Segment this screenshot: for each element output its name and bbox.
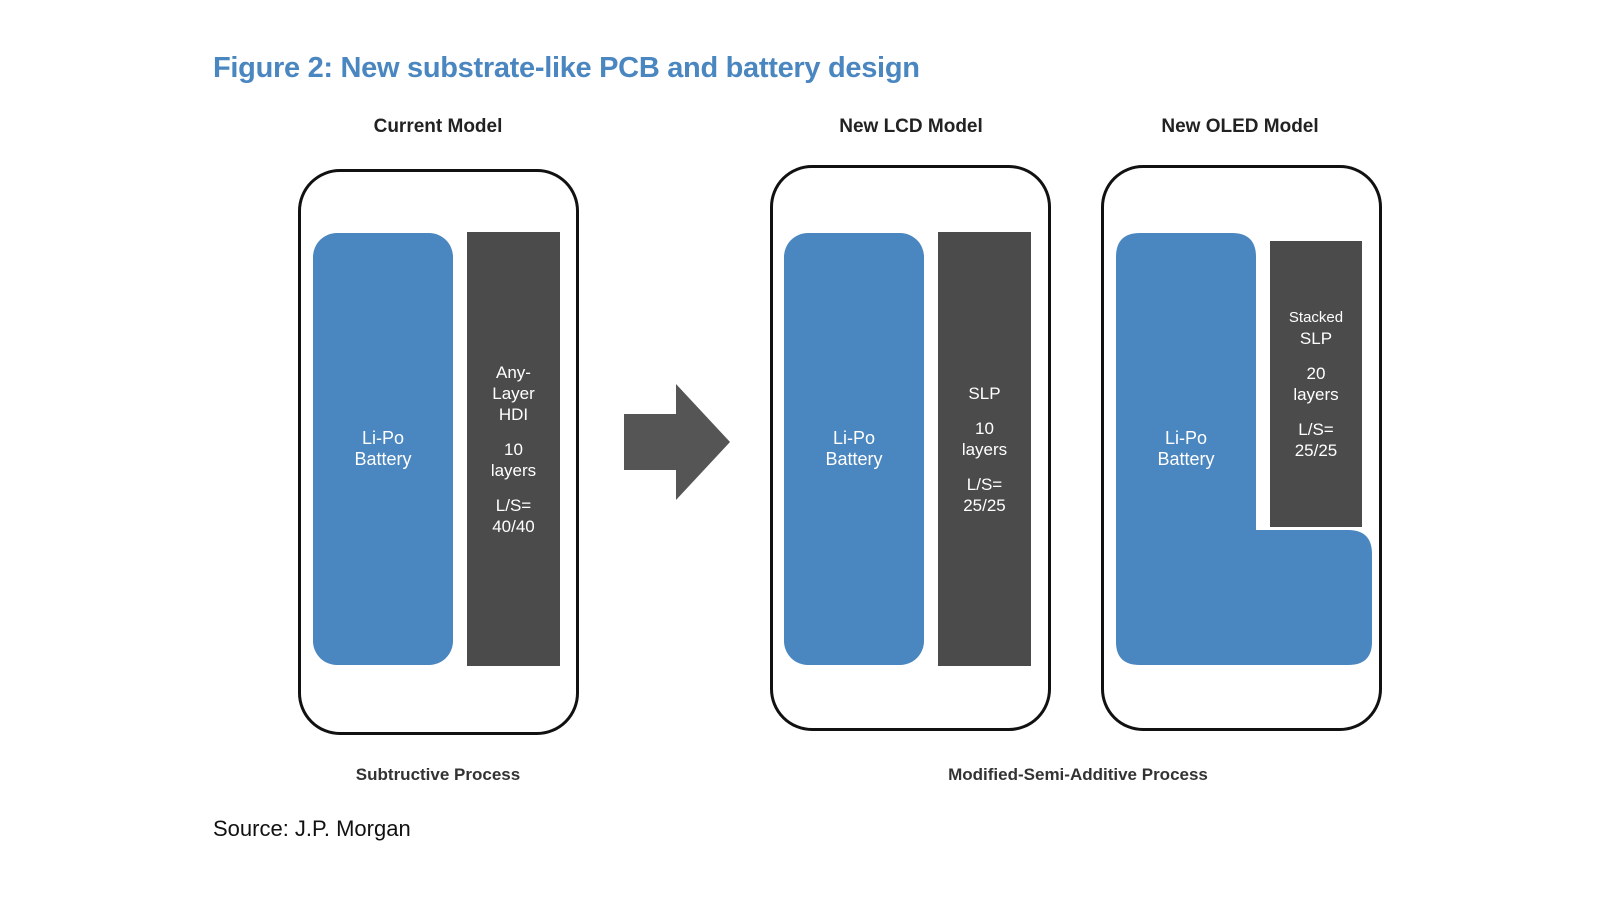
lcd-model-battery: Li-Po Battery [784, 233, 924, 665]
pcb-label-line: layers [1293, 385, 1339, 404]
lcd-model-pcb: SLP 10 layers L/S= 25/25 [938, 232, 1031, 666]
battery-label: Li-Po Battery [825, 428, 882, 470]
pcb-label-line: L/S= [1298, 420, 1334, 439]
source-note: Source: J.P. Morgan [213, 816, 411, 841]
pcb-label-line: Stacked [1288, 309, 1344, 326]
battery-label-line: Battery [354, 449, 412, 469]
battery-label-line: Battery [1157, 449, 1215, 469]
oled-model-label: New OLED Model [1161, 116, 1319, 137]
pcb-label-line: layers [490, 460, 537, 480]
msap-process-label: Modified-Semi-Additive Process [948, 765, 1208, 784]
pcb-label-line: SLP [968, 383, 1001, 403]
pcb-label-line: 25/25 [1294, 441, 1338, 460]
pcb-label-line: layers [961, 439, 1008, 459]
battery-label-line: Li-Po [361, 428, 405, 448]
subtractive-process-label: Subtructive Process [355, 765, 521, 784]
pcb-label-line: 25/25 [963, 495, 1006, 515]
battery-label-line: Battery [825, 449, 883, 469]
pcb-label-line: SLP [1299, 329, 1333, 348]
battery-label-line: Li-Po [1164, 428, 1208, 448]
figure-title: Figure 2: New substrate-like PCB and bat… [213, 52, 920, 84]
pcb-label-line: HDI [498, 404, 529, 424]
pcb-label-line: 10 [504, 439, 523, 459]
pcb-label-line: L/S= [966, 474, 1003, 494]
pcb-label-line: 10 [975, 418, 994, 438]
oled-model-battery [1116, 233, 1372, 665]
battery-label: Li-Po Battery [354, 428, 411, 470]
pcb-label-line: L/S= [495, 495, 532, 515]
oled-model-pcb: Stacked SLP 20 layers L/S= 25/25 [1270, 241, 1362, 527]
pcb-label-line: 20 [1306, 364, 1326, 383]
right-arrow-icon [624, 384, 730, 500]
battery-label: Li-Po Battery [1116, 428, 1256, 470]
current-model-label: Current Model [373, 116, 503, 137]
current-model-pcb: Any- Layer HDI 10 layers L/S= 40/40 [467, 232, 560, 666]
battery-label-line: Li-Po [832, 428, 876, 448]
lcd-model-label: New LCD Model [839, 116, 983, 137]
pcb-label-line: Any- [496, 362, 531, 382]
current-model-battery: Li-Po Battery [313, 233, 453, 665]
pcb-label-line: 40/40 [492, 516, 535, 536]
pcb-label-line: Layer [492, 383, 535, 403]
